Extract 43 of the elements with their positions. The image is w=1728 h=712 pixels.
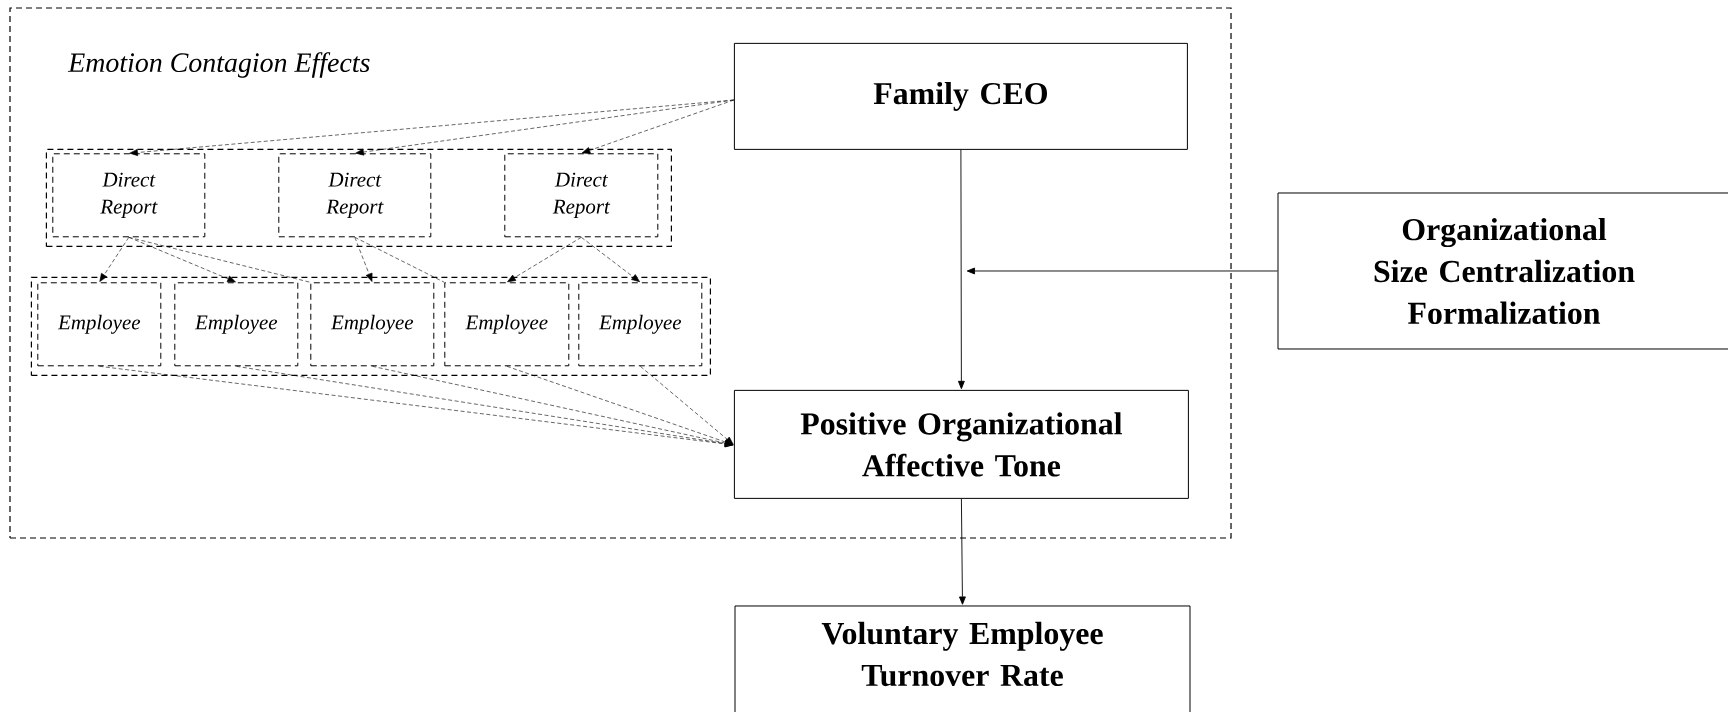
process-box — [733, 42, 1188, 150]
dashed-box — [174, 282, 299, 367]
dashed-box — [578, 282, 703, 367]
node-label: Employee — [465, 314, 548, 334]
arrow — [128, 237, 236, 283]
section-heading: Emotion Contagion Effects — [67, 52, 370, 78]
node-label: Employee — [598, 314, 682, 334]
arrow — [129, 99, 735, 156]
arrow — [507, 237, 582, 283]
dashed-box — [52, 153, 206, 238]
node-label: Organizational Size Centralization Formalization — [1374, 217, 1635, 325]
node-label: Direct Report — [326, 172, 384, 218]
dashed-box — [504, 153, 659, 238]
arrow — [354, 237, 373, 282]
dashed-box — [310, 282, 435, 367]
process-box — [734, 605, 1191, 712]
process-box — [1277, 192, 1728, 350]
arrow — [959, 498, 966, 605]
node-label: Employee — [330, 314, 414, 334]
arrow — [581, 99, 735, 154]
arrow — [966, 267, 1278, 275]
node-label: Employee — [194, 314, 278, 334]
connector-line — [354, 237, 445, 283]
arrow — [372, 365, 734, 447]
node-label: Positive Organizational Affective Tone — [800, 412, 1123, 477]
dashed-box — [444, 282, 570, 367]
process-box — [733, 389, 1189, 499]
arrow — [99, 237, 130, 282]
dashed-group-box — [30, 276, 711, 376]
arrow — [640, 365, 734, 445]
node-label: Employee — [57, 314, 141, 334]
arrow — [581, 237, 640, 283]
dashed-frame — [9, 7, 1232, 539]
dashed-box — [37, 282, 162, 367]
arrow — [506, 365, 734, 446]
node-label: Direct Report — [552, 172, 611, 218]
dashed-box — [278, 153, 432, 238]
node-label: Family CEO — [873, 81, 1047, 111]
connector-line — [128, 237, 311, 283]
dashed-group-box — [45, 148, 672, 247]
node-label: Direct Report — [100, 172, 158, 218]
arrow — [957, 149, 965, 390]
node-label: Voluntary Employee Turnover Rate — [821, 621, 1103, 687]
